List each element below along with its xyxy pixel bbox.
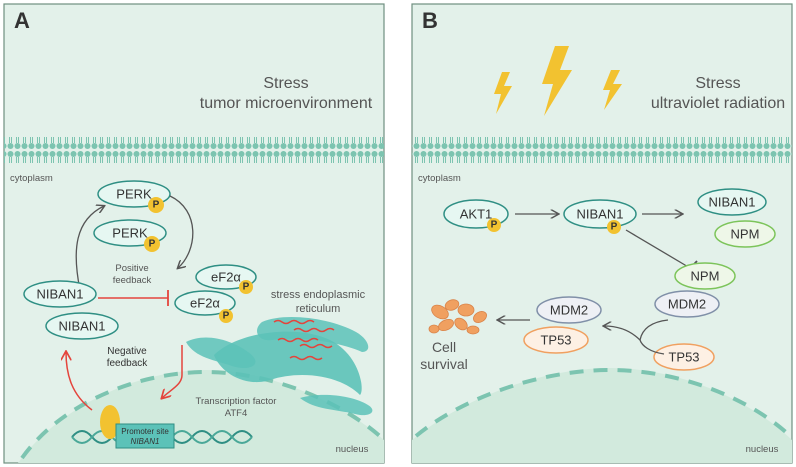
- niban1-label-b: NIBAN1: [577, 207, 624, 222]
- mdm2-protein: MDM2: [536, 296, 602, 324]
- merge-arrow-bottom: [639, 339, 665, 355]
- npm-label: NPM: [691, 269, 720, 284]
- negative-feedback-arrow: [66, 352, 93, 411]
- niban1-label-top: NIBAN1: [37, 287, 84, 302]
- transcription-factor-line1: Transcription factor: [196, 396, 277, 407]
- merge-arrow-head: [604, 326, 641, 341]
- stress-label-a: Stress: [263, 75, 308, 92]
- merge-arrow-top: [639, 319, 669, 341]
- promoter-line2: NIBAN1: [131, 437, 160, 446]
- perk-label-top: PERK: [116, 187, 152, 202]
- nucleus-label-a: nucleus: [336, 444, 369, 455]
- perk-to-ef2a-arrow: [169, 195, 194, 268]
- mdm2-protein-complex: MDM2: [654, 290, 720, 318]
- tp53-free-label: TP53: [668, 350, 699, 365]
- negative-feedback-line2: feedback: [107, 358, 149, 369]
- akt1-label: AKT1: [460, 207, 493, 222]
- mdm2-complex-label: MDM2: [668, 297, 706, 312]
- positive-feedback-line1: Positive: [115, 263, 148, 274]
- panel-a: A Stress tumor microenvironment cytoplas…: [3, 3, 385, 464]
- niban1-npm-complex: NIBAN1 NPM: [697, 188, 776, 248]
- niban1-phospho-b: NIBAN1 P: [563, 199, 637, 234]
- panel-b-letter: B: [422, 8, 438, 33]
- transcription-factor-line2: ATF4: [225, 408, 248, 419]
- ef2a-phospho-bottom: eF2α P: [174, 290, 236, 323]
- panel-a-letter: A: [14, 8, 30, 33]
- er-label-line1: stress endoplasmic: [271, 289, 366, 301]
- cell-survival-line2: survival: [420, 356, 467, 372]
- npm-protein: NPM: [674, 262, 736, 290]
- nucleus-label-b: nucleus: [746, 444, 779, 455]
- phospho-badge: P: [491, 220, 498, 231]
- perk-phospho-top: PERK P: [97, 180, 171, 213]
- phospho-badge: P: [243, 282, 250, 293]
- positive-feedback-line2: feedback: [113, 275, 152, 286]
- cytoplasm-label-b: cytoplasm: [418, 173, 461, 184]
- complex-niban1-label: NIBAN1: [709, 195, 756, 210]
- ef2a-to-atf4-arrow: [162, 345, 183, 398]
- endoplasmic-reticulum: [186, 317, 373, 416]
- panel-b: B Stress ultraviolet radiation cytoplasm…: [411, 3, 793, 464]
- er-label-line2: reticulum: [296, 303, 341, 315]
- phospho-badge: P: [611, 222, 618, 233]
- cell-survival-line1: Cell: [432, 339, 456, 355]
- mdm2-label: MDM2: [550, 303, 588, 318]
- perk-phospho-bottom: PERK P: [93, 219, 167, 252]
- promoter-site-box: [115, 423, 175, 449]
- cytoplasm-label-a: cytoplasm: [10, 173, 53, 184]
- ef2a-phospho-top: eF2α P: [195, 264, 257, 294]
- niban1-inhibits-npm: [625, 229, 691, 269]
- cell-cluster: [428, 299, 487, 335]
- phospho-badge: P: [149, 239, 156, 250]
- tp53-protein: TP53: [523, 326, 589, 354]
- tp53-label: TP53: [540, 333, 571, 348]
- lightning-bolt-icon: [494, 46, 622, 116]
- nucleus-b: [412, 368, 792, 463]
- phospho-badge: P: [153, 200, 160, 211]
- niban1-top: NIBAN1: [23, 280, 97, 308]
- perk-label-bottom: PERK: [112, 226, 148, 241]
- positive-feedback-arrow: [75, 206, 104, 291]
- stress-source-b: ultraviolet radiation: [651, 95, 785, 112]
- ef2a-label-bottom: eF2α: [190, 296, 220, 311]
- promoter-line1: Promoter site: [121, 427, 169, 436]
- stress-label-b: Stress: [695, 75, 740, 92]
- stress-waves: [273, 319, 335, 361]
- phospho-badge: P: [223, 311, 230, 322]
- akt1-protein: AKT1 P: [443, 199, 509, 232]
- ef2a-label-top: eF2α: [211, 270, 241, 285]
- complex-npm-label: NPM: [731, 227, 760, 242]
- niban1-label-bottom: NIBAN1: [59, 319, 106, 334]
- cell-membrane-a: [4, 137, 384, 167]
- atf4-protein: [100, 405, 120, 439]
- nuclear-envelope-b: [414, 367, 790, 438]
- tp53-protein-free: TP53: [653, 343, 715, 371]
- cell-membrane-b: [412, 137, 792, 167]
- stress-source-a: tumor microenvironment: [200, 95, 373, 112]
- niban1-bottom: NIBAN1: [45, 312, 119, 340]
- negative-feedback-line1: Negative: [107, 346, 147, 357]
